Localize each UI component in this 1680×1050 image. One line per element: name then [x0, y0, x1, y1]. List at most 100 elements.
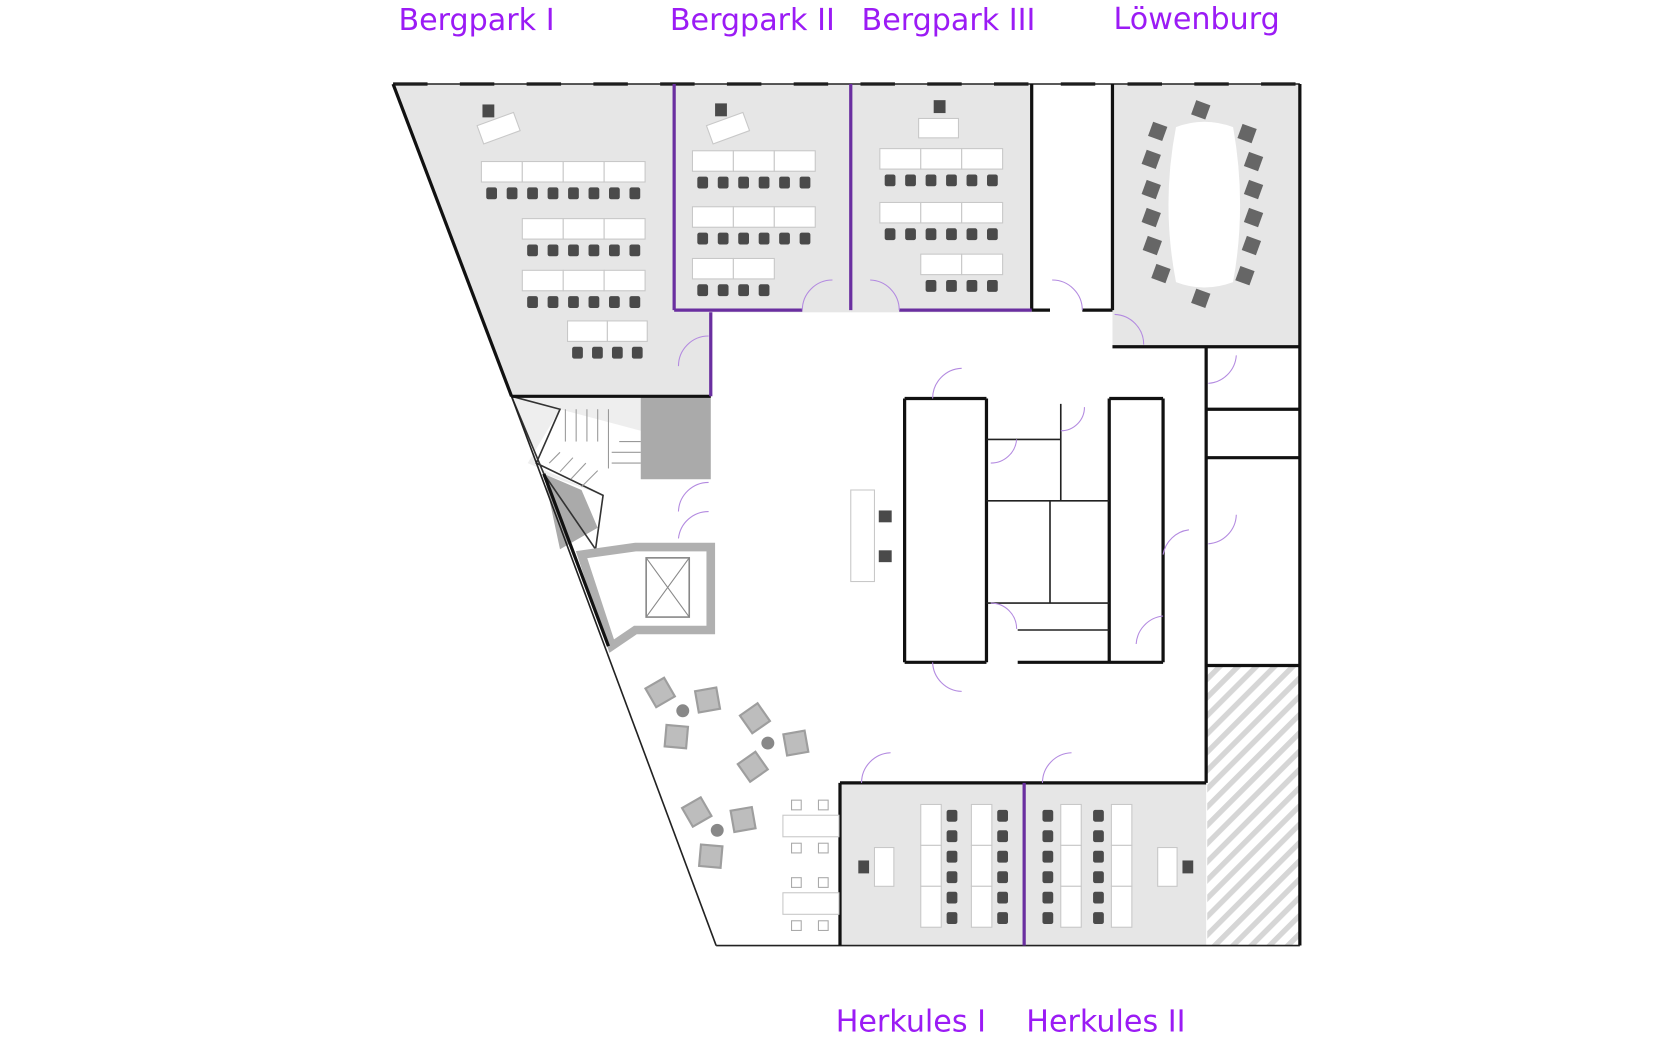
table [920, 803, 942, 846]
chair [946, 280, 957, 292]
chair [878, 510, 892, 523]
table [480, 161, 523, 183]
chair [1237, 123, 1257, 144]
chair [1042, 809, 1054, 822]
chair [1042, 891, 1054, 904]
chair [572, 346, 583, 359]
chair [1042, 912, 1054, 924]
chair [1148, 121, 1168, 142]
table [1060, 885, 1082, 928]
chair [592, 346, 603, 359]
table [961, 148, 1004, 170]
table [920, 253, 963, 276]
table [1060, 844, 1082, 887]
table [879, 201, 922, 224]
chair [858, 860, 870, 874]
chair [905, 228, 916, 241]
conference-table [1168, 121, 1241, 288]
chair [568, 187, 579, 200]
table [603, 269, 646, 292]
chair [946, 912, 958, 924]
table [691, 206, 734, 228]
lounge-chair [782, 729, 810, 757]
chair [987, 174, 998, 187]
chair [1093, 871, 1104, 884]
table [603, 218, 646, 240]
table [773, 150, 816, 172]
table [732, 257, 775, 280]
chair [1093, 850, 1104, 863]
chair [905, 174, 916, 187]
chair [997, 871, 1008, 884]
elevator [575, 542, 716, 653]
chair [717, 176, 729, 189]
chair [1141, 149, 1161, 170]
room-label-herkules-1[interactable]: Herkules I [836, 1005, 986, 1040]
chair [486, 187, 497, 200]
table [521, 269, 564, 292]
table [1110, 803, 1133, 846]
chair [629, 296, 641, 308]
lounge-chair [643, 676, 677, 709]
chair [817, 877, 829, 888]
chair [527, 244, 538, 257]
chair [987, 228, 998, 241]
room-label-loewenburg[interactable]: Löwenburg [1114, 2, 1280, 37]
lounge-chair [680, 795, 713, 829]
chair [568, 244, 579, 257]
chair [946, 228, 957, 241]
chair [697, 232, 709, 245]
chair [884, 174, 896, 187]
chair [758, 176, 770, 189]
chair [1241, 235, 1262, 256]
chair [1042, 830, 1054, 843]
chair [1243, 179, 1264, 200]
chair [527, 187, 538, 200]
chair [1191, 100, 1211, 120]
room-label-bergpark-3[interactable]: Bergpark III [862, 3, 1036, 38]
hatched-area [1207, 665, 1300, 946]
teacher-desk [705, 111, 751, 145]
chair [738, 176, 749, 189]
table [521, 218, 564, 240]
room-bergpark-1[interactable] [393, 84, 711, 397]
table [1110, 844, 1133, 887]
room-label-herkules-2[interactable]: Herkules II [1026, 1005, 1185, 1040]
chair [547, 244, 559, 257]
chair [1142, 235, 1162, 256]
partitions [672, 84, 1032, 946]
chair [1182, 860, 1194, 874]
chair [878, 550, 892, 563]
chair [1093, 830, 1104, 843]
chair [966, 280, 978, 292]
teacher-desk [918, 117, 959, 139]
chair [1191, 288, 1211, 308]
room-label-bergpark-1[interactable]: Bergpark I [398, 3, 554, 38]
chair [717, 232, 729, 245]
chair [1235, 266, 1255, 286]
doors [677, 279, 1237, 783]
table [920, 148, 963, 170]
chair [946, 830, 958, 843]
chair [946, 871, 958, 884]
chair [946, 809, 958, 822]
room-label-bergpark-2[interactable]: Bergpark II [670, 3, 835, 38]
chair [629, 187, 641, 200]
chair [1243, 207, 1264, 228]
chair [609, 296, 620, 308]
chair [925, 280, 937, 292]
table [606, 320, 648, 342]
chair [799, 232, 811, 245]
chair [997, 891, 1008, 904]
chair [966, 174, 978, 187]
staircase [510, 395, 711, 552]
chair [997, 912, 1008, 924]
chair [933, 100, 946, 114]
chair [791, 920, 802, 931]
chair [799, 176, 811, 189]
chair [568, 296, 579, 308]
chair [758, 232, 770, 245]
table [567, 320, 608, 342]
teacher-desk [1157, 847, 1178, 887]
chair [547, 187, 559, 200]
